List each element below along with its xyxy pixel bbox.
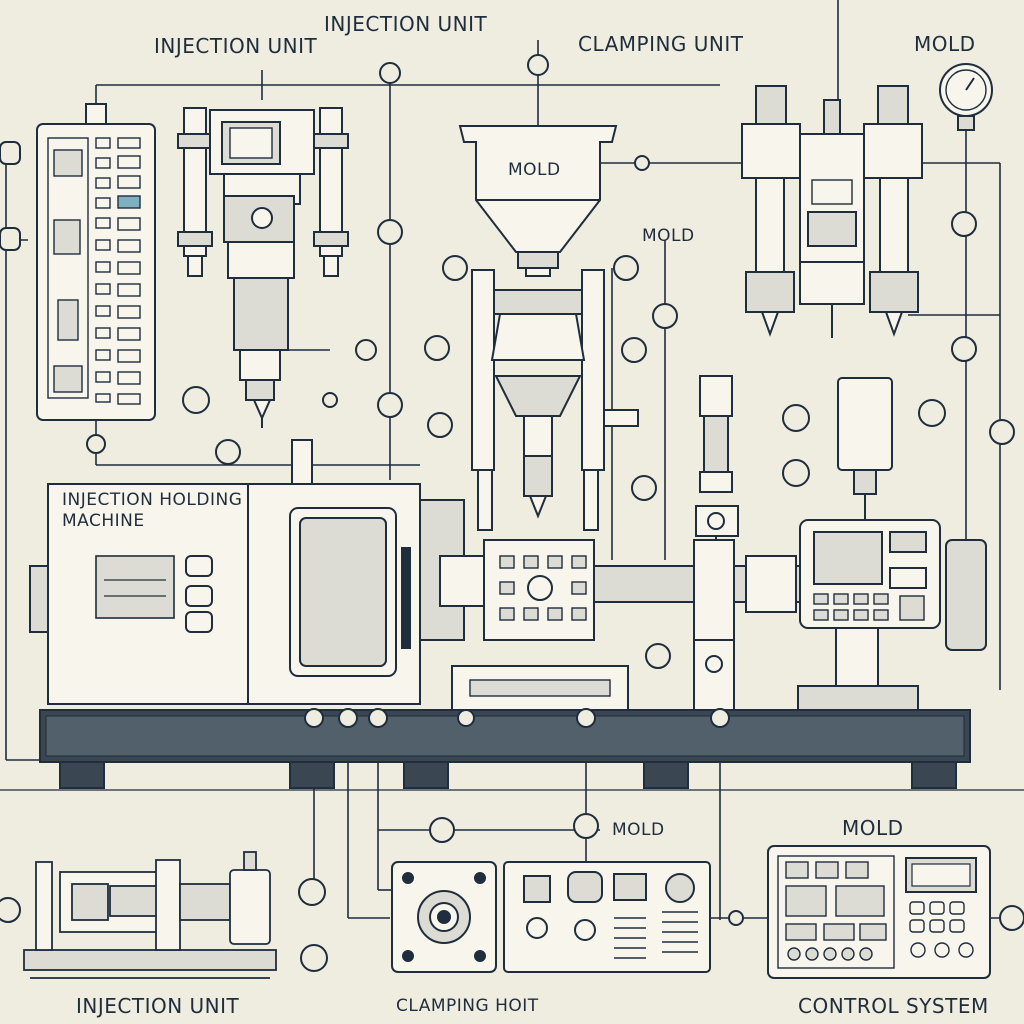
callout-marker bbox=[989, 419, 1015, 445]
callout-marker bbox=[0, 141, 21, 165]
callout-marker bbox=[322, 392, 338, 408]
callout-marker bbox=[631, 475, 657, 501]
callout-marker bbox=[527, 54, 549, 76]
callout-marker bbox=[182, 386, 210, 414]
label-mold-mid: MOLD bbox=[642, 226, 695, 246]
label-machine-title: INJECTION HOLDING MACHINE bbox=[62, 490, 243, 531]
injection-unit-assembly bbox=[177, 107, 349, 428]
callout-marker bbox=[86, 434, 106, 454]
label-control-system: CONTROL SYSTEM bbox=[798, 994, 989, 1018]
callout-marker bbox=[0, 227, 21, 251]
machine-base bbox=[0, 708, 1024, 791]
callout-marker bbox=[377, 219, 403, 245]
label-injection-unit-bottom: INJECTION UNIT bbox=[76, 994, 240, 1018]
callout-marker bbox=[782, 459, 810, 487]
label-mold-bottom-right: MOLD bbox=[842, 816, 904, 840]
callout-marker bbox=[379, 62, 401, 84]
callout-marker bbox=[782, 404, 810, 432]
small-machine-illustration bbox=[23, 851, 277, 979]
callout-marker bbox=[0, 897, 21, 923]
callout-marker bbox=[427, 412, 453, 438]
callout-marker bbox=[429, 817, 455, 843]
callout-marker bbox=[424, 335, 450, 361]
clamping-frame bbox=[471, 269, 639, 531]
actuator-assembly bbox=[695, 375, 893, 560]
machine-body bbox=[29, 439, 987, 711]
callout-marker bbox=[355, 339, 377, 361]
clamping-unit-assembly bbox=[741, 85, 923, 338]
callout-marker bbox=[215, 439, 241, 465]
label-mold-top: MOLD bbox=[914, 32, 976, 56]
callout-marker bbox=[634, 155, 650, 171]
callout-marker bbox=[298, 878, 326, 906]
label-clamping-bottom: CLAMPING HOIT bbox=[396, 996, 539, 1016]
callout-marker bbox=[652, 303, 678, 329]
callout-marker bbox=[918, 399, 946, 427]
panel-key-grid bbox=[95, 137, 141, 405]
callout-marker bbox=[645, 643, 671, 669]
gauge bbox=[939, 63, 993, 131]
callout-marker bbox=[613, 255, 639, 281]
callout-marker bbox=[300, 944, 328, 972]
label-injection-unit-top-center: INJECTION UNIT bbox=[324, 12, 488, 36]
control-system-panel bbox=[767, 845, 991, 979]
callout-marker bbox=[728, 910, 744, 926]
callout-marker bbox=[951, 211, 977, 237]
label-mold-bottom-center: MOLD bbox=[612, 820, 665, 840]
label-hopper-mold: MOLD bbox=[508, 160, 561, 180]
callout-markers bbox=[0, 54, 1024, 972]
left-control-panel bbox=[36, 103, 156, 421]
callout-marker bbox=[442, 255, 468, 281]
clamping-module-panel bbox=[391, 861, 711, 973]
callout-marker bbox=[951, 336, 977, 362]
label-injection-unit-top-left: INJECTION UNIT bbox=[154, 34, 318, 58]
callout-marker bbox=[573, 813, 599, 839]
callout-marker bbox=[999, 905, 1024, 931]
hopper-assembly bbox=[458, 125, 618, 277]
callout-marker bbox=[377, 392, 403, 418]
label-clamping-unit-top: CLAMPING UNIT bbox=[578, 32, 744, 56]
callout-marker bbox=[621, 337, 647, 363]
